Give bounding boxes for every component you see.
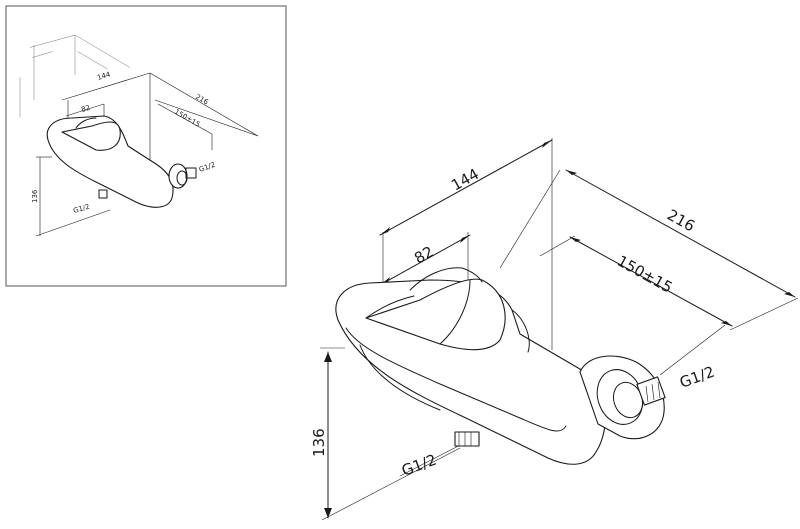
faucet-body	[335, 267, 666, 465]
thumbnail-view: 144 216 82 150±15 136 G1/2 G1/2	[5, 5, 287, 287]
dimension-g12-right: G1/2	[677, 363, 717, 392]
thumb-dim-82: 82	[80, 104, 91, 114]
dimension-150-15: 150±15	[569, 236, 733, 327]
dim-label-144: 144	[448, 165, 482, 195]
dimension-136: 136	[310, 347, 461, 521]
main-view: 144 82 216 150±15	[310, 138, 799, 521]
dim-label-136: 136	[310, 428, 328, 457]
dim-label-150-15: 150±15	[614, 252, 675, 297]
dim-label-82: 82	[411, 242, 436, 267]
thumb-dim-144: 144	[96, 70, 112, 82]
dim-label-216: 216	[664, 206, 698, 236]
thumb-dim-136: 136	[31, 189, 39, 203]
dim-label-g12-bottom: G1/2	[399, 451, 439, 480]
dim-label-g12-right: G1/2	[677, 363, 717, 392]
thumbnail-geometry	[35, 72, 259, 237]
dimension-144: 144	[379, 139, 553, 236]
thumbnail-drawing	[19, 34, 131, 118]
thumbnail-frame	[5, 5, 287, 287]
dimension-216: 216	[565, 169, 796, 298]
